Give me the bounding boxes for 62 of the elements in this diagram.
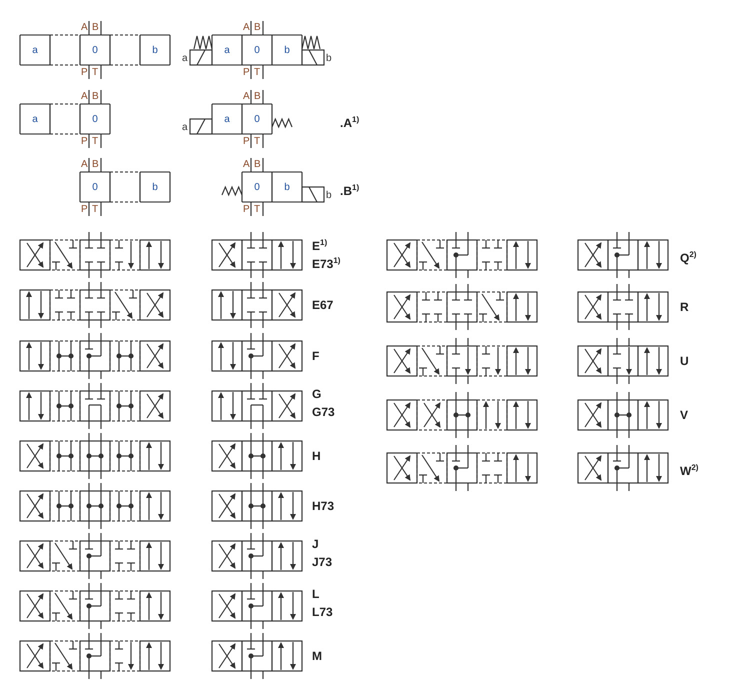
variant-code: .B$^{1)}$ bbox=[340, 182, 360, 198]
port-label: P bbox=[243, 67, 250, 78]
position-label: b bbox=[152, 45, 158, 56]
position-label: a bbox=[32, 114, 38, 125]
variant-code: V bbox=[680, 408, 688, 422]
variant-code: M bbox=[312, 649, 322, 663]
position-label: 0 bbox=[92, 182, 98, 193]
variant-code: E73$^{1)}$ bbox=[312, 255, 340, 271]
solenoid-label: b bbox=[326, 53, 332, 64]
port-label: B bbox=[254, 159, 261, 170]
variant-code: .A$^{1)}$ bbox=[340, 114, 360, 130]
port-label: A bbox=[81, 22, 88, 33]
position-label: 0 bbox=[254, 182, 260, 193]
solenoid-label: a bbox=[182, 53, 188, 64]
port-label: P bbox=[243, 204, 250, 215]
variant-code: G73 bbox=[312, 405, 335, 419]
port-label: P bbox=[81, 204, 88, 215]
port-label: P bbox=[81, 136, 88, 147]
position-label: a bbox=[32, 45, 38, 56]
port-label: B bbox=[254, 91, 261, 102]
position-label: b bbox=[284, 45, 290, 56]
variant-code: J73 bbox=[312, 555, 332, 569]
port-label: A bbox=[81, 91, 88, 102]
variant-code: G bbox=[312, 387, 322, 401]
port-label: T bbox=[254, 67, 260, 78]
variant-code: R bbox=[680, 300, 689, 314]
position-label: 0 bbox=[92, 45, 98, 56]
position-label: 0 bbox=[254, 114, 260, 125]
variant-code: L bbox=[312, 587, 320, 601]
port-label: A bbox=[243, 159, 250, 170]
variant-code: E$^{1)}$ bbox=[312, 237, 328, 253]
variant-code: E67 bbox=[312, 298, 334, 312]
port-label: P bbox=[81, 67, 88, 78]
variant-code: L73 bbox=[312, 605, 333, 619]
position-label: 0 bbox=[254, 45, 260, 56]
port-label: T bbox=[254, 204, 260, 215]
variant-code: H73 bbox=[312, 499, 334, 513]
position-label: b bbox=[152, 182, 158, 193]
variant-code: U bbox=[680, 354, 689, 368]
port-label: T bbox=[254, 136, 260, 147]
solenoid-label: b bbox=[326, 190, 332, 201]
solenoid-label: a bbox=[182, 122, 188, 133]
port-label: B bbox=[92, 159, 99, 170]
port-label: P bbox=[243, 136, 250, 147]
port-label: A bbox=[81, 159, 88, 170]
variant-code: F bbox=[312, 349, 320, 363]
variant-code: J bbox=[312, 537, 319, 551]
port-label: T bbox=[92, 136, 98, 147]
port-label: B bbox=[254, 22, 261, 33]
position-label: b bbox=[284, 182, 290, 193]
variant-code: W$^{2)}$ bbox=[680, 462, 698, 478]
port-label: B bbox=[92, 91, 99, 102]
port-label: B bbox=[92, 22, 99, 33]
variant-code: Q$^{2)}$ bbox=[680, 249, 696, 265]
port-label: A bbox=[243, 91, 250, 102]
port-label: T bbox=[92, 67, 98, 78]
position-label: a bbox=[224, 45, 230, 56]
variant-code: H bbox=[312, 449, 321, 463]
position-label: 0 bbox=[92, 114, 98, 125]
port-label: A bbox=[243, 22, 250, 33]
port-label: T bbox=[92, 204, 98, 215]
position-label: a bbox=[224, 114, 230, 125]
